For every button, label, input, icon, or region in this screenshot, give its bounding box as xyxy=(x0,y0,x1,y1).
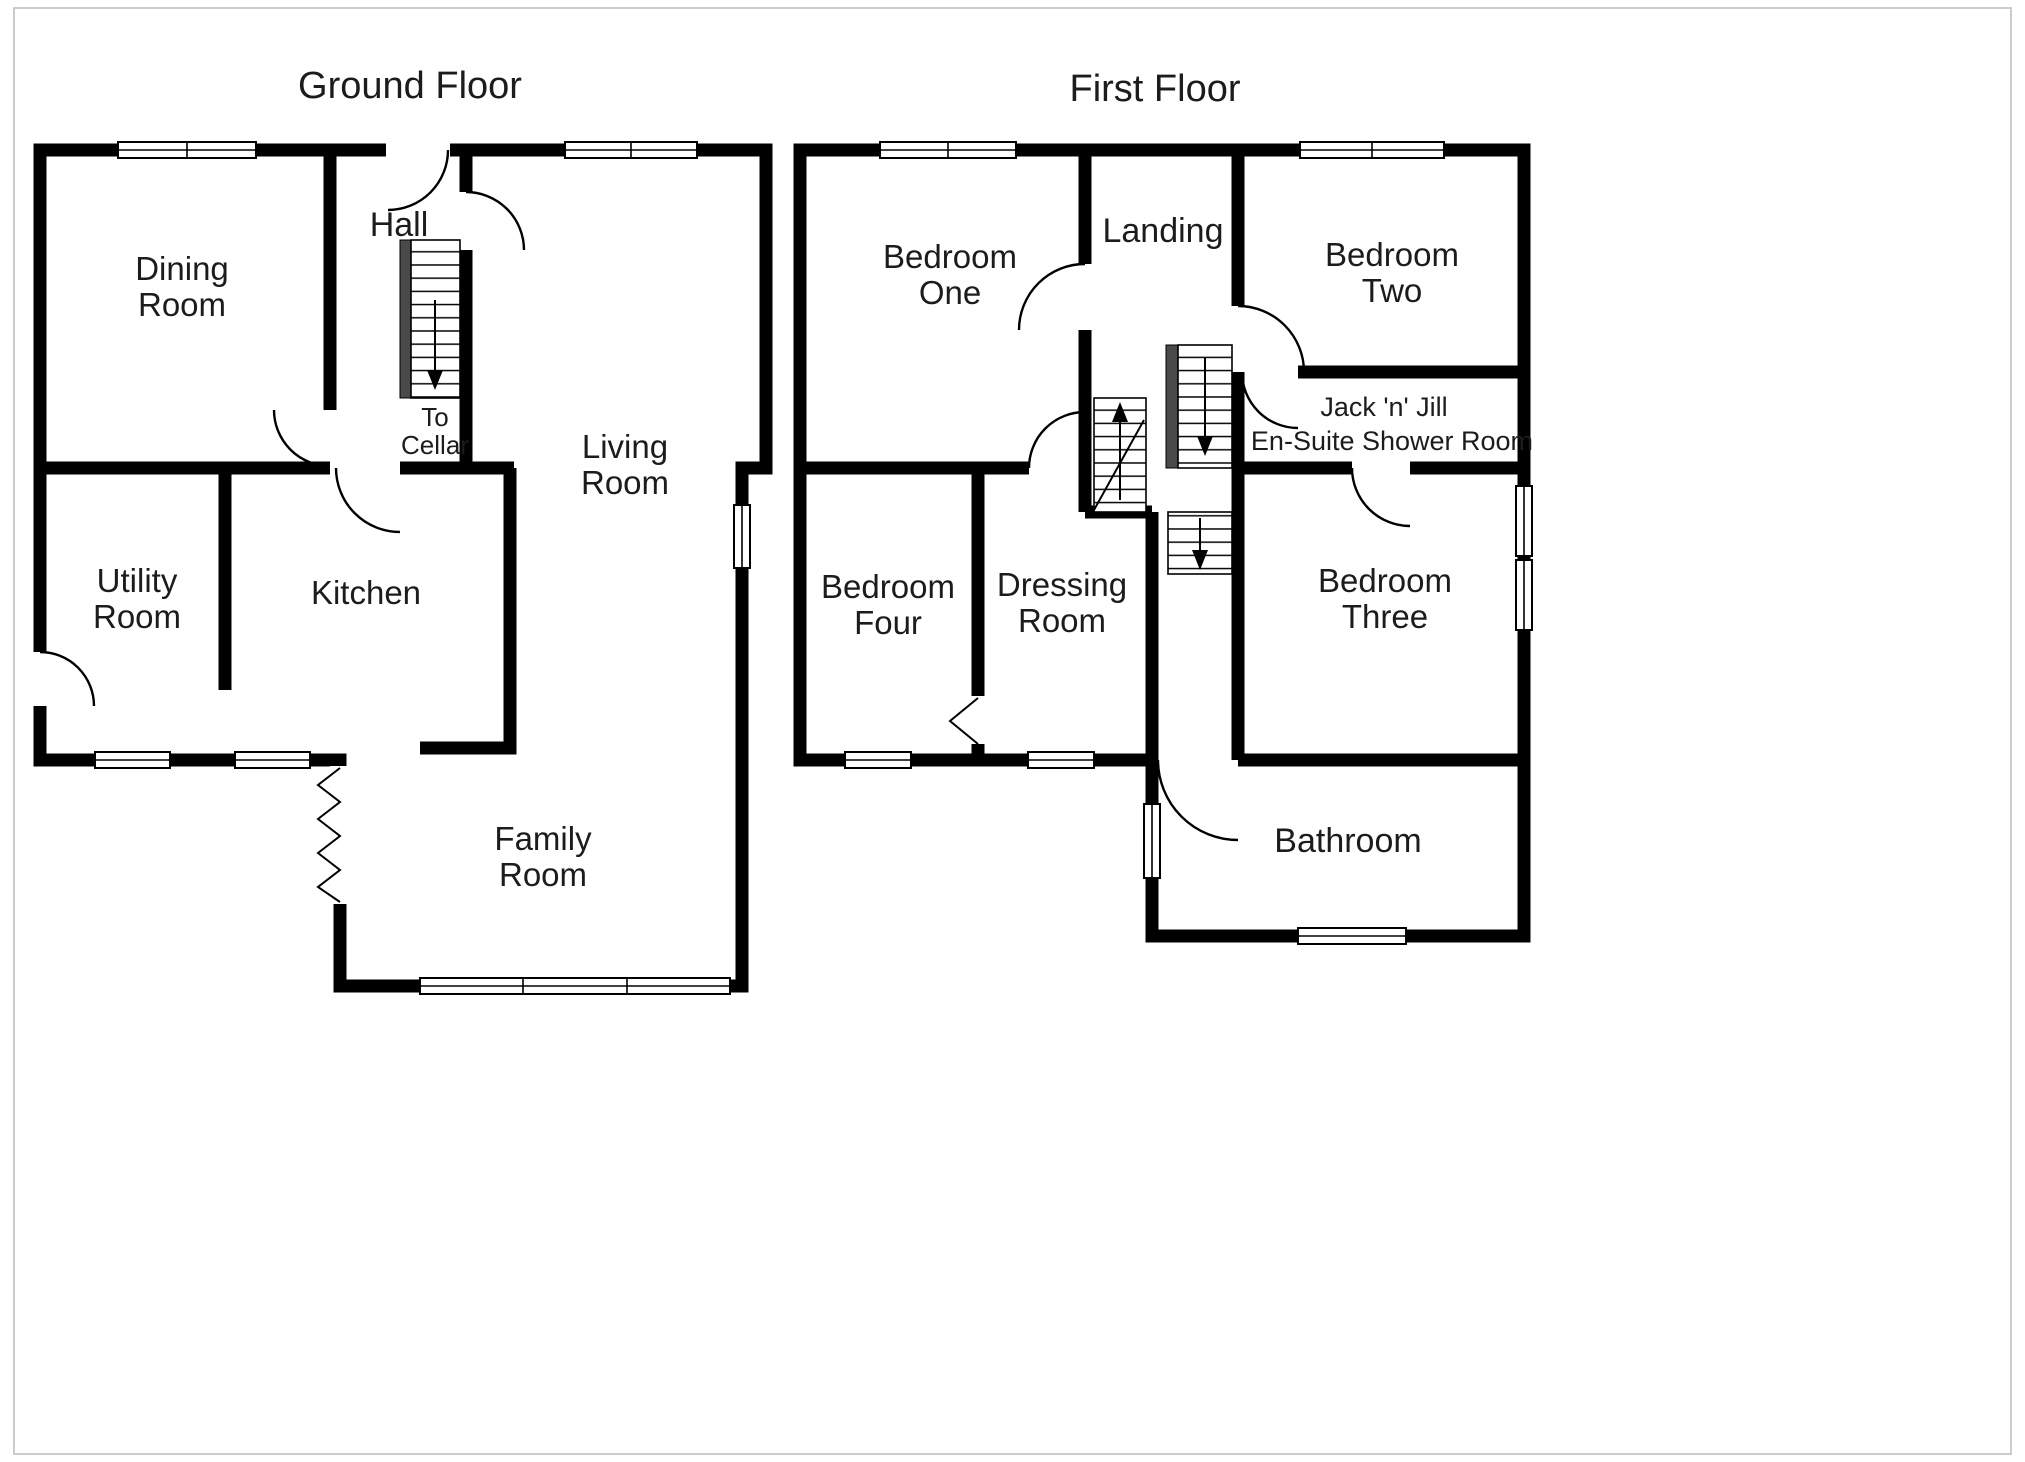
kitchen-label: Kitchen xyxy=(311,574,421,611)
ground-windows xyxy=(94,141,751,995)
utility-door-opening xyxy=(30,652,50,706)
utility-room-label-2: Room xyxy=(93,598,181,635)
front-door-opening xyxy=(386,140,450,160)
cellar-stairs-arrow-head xyxy=(427,370,443,390)
page-border xyxy=(13,7,2012,1455)
family-room-label-2: Room xyxy=(499,856,587,893)
ensuite-label-2: En-Suite Shower Room xyxy=(1251,426,1533,456)
ensuite-label-1: Jack 'n' Jill xyxy=(1320,392,1447,422)
living-room-label-1: Living xyxy=(582,428,668,465)
dining-hall-door-arc xyxy=(272,409,331,468)
dining-room-label-1: Dining xyxy=(135,250,229,287)
stair-upper-arrow-head xyxy=(1197,436,1213,456)
cellar-stairs xyxy=(399,239,461,399)
bedroom-three-label-2: Three xyxy=(1342,598,1428,635)
cellar-stairs-stringer xyxy=(399,239,412,399)
utility-room-label-1: Utility xyxy=(97,562,178,599)
bathroom-door-arc xyxy=(1156,759,1239,842)
bedroom-four-label-2: Four xyxy=(854,604,922,641)
first-floor-title: First Floor xyxy=(1070,68,1241,110)
bedroom-four-door-triangle xyxy=(948,697,979,745)
ensuite-bedroom-three-door-arc xyxy=(1350,467,1411,528)
bedroom-one-label-2: One xyxy=(919,274,981,311)
ground-floor-plan: Dining Room Hall To Cellar Living Room U… xyxy=(30,140,773,995)
stair-upper-stringer xyxy=(1165,344,1179,469)
first-windows xyxy=(844,141,1533,945)
dressing-room-label-2: Room xyxy=(1018,602,1106,639)
landing-label: Landing xyxy=(1102,212,1223,250)
first-floor-plan: Bedroom One Landing Bedroom Two Jack 'n'… xyxy=(793,141,1533,945)
ground-interior-walls xyxy=(40,150,517,755)
main-staircase xyxy=(1093,344,1233,575)
bedroom-two-label-1: Bedroom xyxy=(1325,236,1459,273)
dining-room-label-2: Room xyxy=(138,286,226,323)
ground-floor-title: Ground Floor xyxy=(298,65,522,107)
family-room-label-1: Family xyxy=(494,820,592,857)
living-room-label-2: Room xyxy=(581,464,669,501)
hall-living-door-arc xyxy=(465,190,526,251)
utility-exterior-door-arc xyxy=(39,650,96,707)
bedroom-two-door-arc xyxy=(1237,304,1306,373)
family-opening-zigzag xyxy=(316,767,342,903)
first-room-labels: Bedroom One Landing Bedroom Two Jack 'n'… xyxy=(821,212,1533,860)
cellar-label-1: To xyxy=(421,402,448,432)
bathroom-label: Bathroom xyxy=(1274,822,1421,860)
first-doors xyxy=(1017,262,1411,842)
front-door-arc xyxy=(387,149,450,212)
bedroom-two-label-2: Two xyxy=(1362,272,1423,309)
bedroom-one-label-1: Bedroom xyxy=(883,238,1017,275)
dressing-room-label-1: Dressing xyxy=(997,566,1127,603)
cellar-label-2: Cellar xyxy=(401,430,469,460)
stair-lower-arrow-head xyxy=(1192,550,1208,570)
bedroom-three-label-1: Bedroom xyxy=(1318,562,1452,599)
bedroom-one-door-arc xyxy=(1017,262,1086,331)
ground-doors xyxy=(39,149,526,707)
bedroom-four-label-1: Bedroom xyxy=(821,568,955,605)
hall-kitchen-door-arc xyxy=(334,467,401,534)
first-outer-walls xyxy=(793,143,1531,943)
ground-room-labels: Dining Room Hall To Cellar Living Room U… xyxy=(93,206,669,893)
hall-label: Hall xyxy=(370,206,429,244)
ensuite-bedroom-two-door-arc xyxy=(1240,371,1299,430)
stair-winder-arrow-head xyxy=(1112,402,1128,422)
dressing-bedroom-one-door-arc xyxy=(1027,410,1086,469)
